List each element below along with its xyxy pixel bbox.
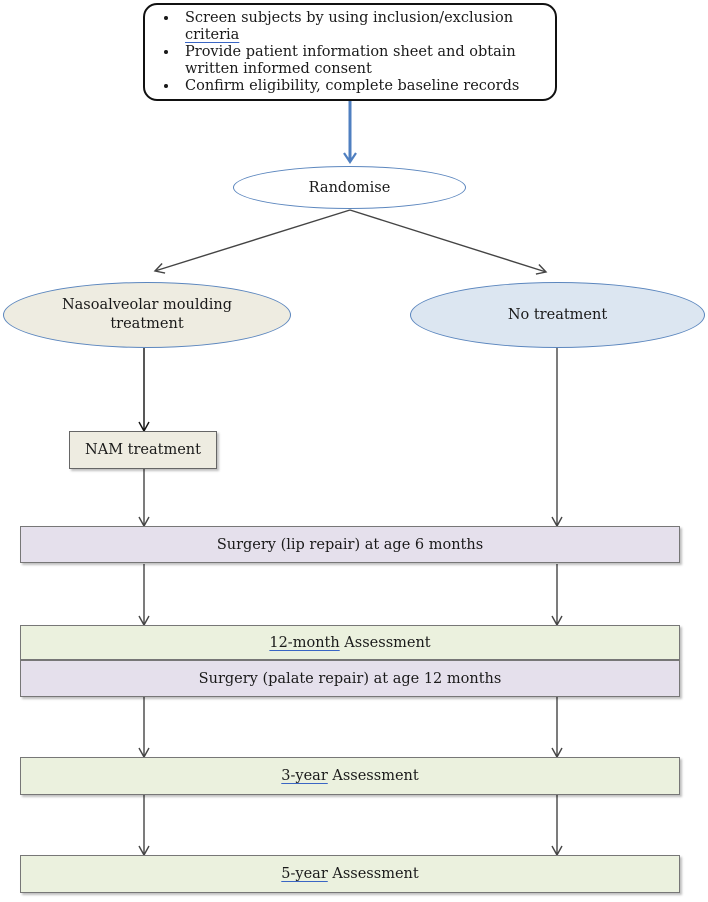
assessment-3-year-label: 3-year Assessment — [281, 768, 419, 784]
assessment-5-year-band: 5-year Assessment — [20, 855, 680, 893]
screening-box: Screen subjects by using inclusion/exclu… — [143, 3, 557, 101]
surgery-palate-repair-band: Surgery (palate repair) at age 12 months — [20, 660, 680, 697]
screening-bullet: Screen subjects by using inclusion/exclu… — [179, 10, 555, 44]
screening-bullet: Provide patient information sheet and ob… — [179, 44, 555, 78]
assessment-3-year-band: 3-year Assessment — [20, 757, 680, 795]
nam-treatment-label: NAM treatment — [85, 442, 201, 458]
randomise-label: Randomise — [308, 179, 391, 196]
assessment-5-year-label: 5-year Assessment — [281, 866, 419, 882]
screening-list: Screen subjects by using inclusion/exclu… — [145, 10, 555, 95]
no-treatment-arm-node: No treatment — [410, 282, 705, 348]
arrow-randomise-to-nam-arm — [153, 209, 351, 274]
surgery-lip-label: Surgery (lip repair) at age 6 months — [216, 536, 484, 553]
arrow-randomise-to-no-arm — [349, 209, 548, 275]
surgery-lip-repair-band: Surgery (lip repair) at age 6 months — [20, 526, 680, 563]
no-treatment-label: No treatment — [507, 307, 608, 323]
nam-treatment-box: NAM treatment — [69, 431, 217, 469]
assessment-12-month-label: 12-month Assessment — [269, 634, 431, 651]
screening-bullet: Confirm eligibility, complete baseline r… — [179, 78, 555, 95]
nam-arm-node: Nasoalveolar moulding treatment — [3, 282, 291, 348]
criteria-link-text: criteria — [185, 27, 240, 43]
surgery-palate-label: Surgery (palate repair) at age 12 months — [198, 670, 502, 687]
nam-arm-label: Nasoalveolar moulding treatment — [61, 297, 233, 332]
assessment-12-month-band: 12-month Assessment — [20, 625, 680, 660]
randomise-node: Randomise — [233, 166, 466, 209]
